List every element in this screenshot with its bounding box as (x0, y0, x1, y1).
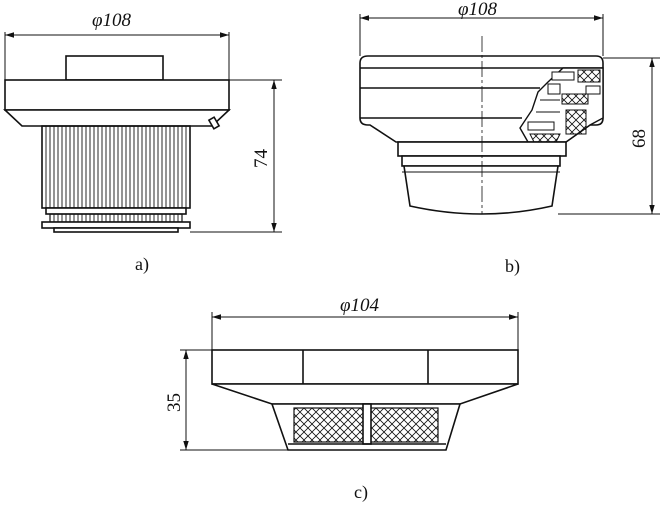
figure-c-mesh-left (293, 407, 365, 443)
figure-b-detector (359, 36, 604, 215)
figure-b-neck-ring (401, 155, 561, 167)
figure-a-base (53, 227, 179, 233)
figure-c-taper (211, 383, 519, 405)
figure-b-height-dimension: 68 (558, 57, 660, 215)
figure-b-diameter-label: φ108 (458, 0, 498, 20)
figure-c-caption: c) (354, 482, 368, 503)
figure-a-latch (207, 116, 221, 130)
figure-c-detector (211, 349, 519, 451)
figure-c-housing (211, 349, 519, 385)
figure-a-diameter-label: φ108 (92, 10, 132, 31)
figure-b-caption: b) (505, 256, 520, 277)
figure-a-head (4, 79, 230, 111)
figure-a-height-dimension: 74 (190, 79, 282, 233)
figure-a-top-cap (65, 55, 164, 81)
figure-a-height-label: 74 (251, 149, 272, 169)
figure-c-height-label: 35 (164, 393, 185, 412)
figure-a-ring-3 (41, 221, 191, 229)
figure-a-caption: a) (135, 254, 149, 275)
figure-a-detector (2, 55, 232, 233)
figure-b-bowl (403, 165, 559, 215)
figure-a-ribbed-body (41, 125, 191, 209)
figure-b-diameter-dimension: φ108 (359, 0, 604, 56)
figure-a-ring-1 (45, 207, 187, 215)
figure-c-diameter-dimension: φ104 (211, 295, 519, 350)
figure-c-mesh-right (369, 407, 439, 443)
figure-a-diameter-dimension: φ108 (4, 10, 230, 80)
figure-b-height-label: 68 (629, 129, 650, 148)
figure-c-center-post (362, 403, 372, 445)
figure-c-diameter-label: φ104 (340, 295, 380, 316)
figure-a-chamfer (2, 109, 232, 127)
figure-a-ring-2 (49, 213, 183, 223)
figure-c-height-dimension: 35 (164, 349, 288, 451)
